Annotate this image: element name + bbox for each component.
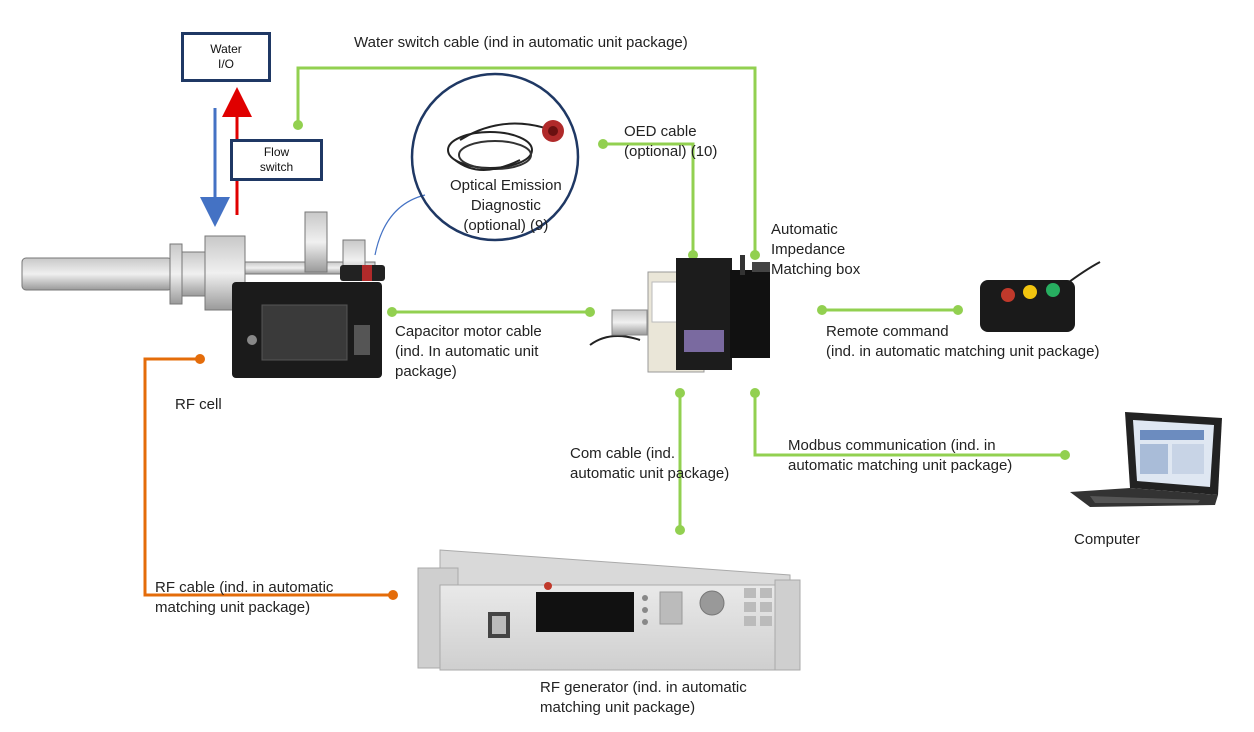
rf-generator-label: RF generator (ind. in automatic matching…: [540, 679, 747, 716]
green-cable-endpoints: [293, 120, 1070, 535]
flow-switch-box: Flow switch: [230, 139, 323, 181]
oed-cable-label: OED cable (optional) (10): [624, 123, 718, 160]
optical-emission-label: Optical Emission Diagnostic (optional) (…: [450, 177, 562, 234]
matching-box-image: [589, 255, 770, 373]
oed-sensor-image: [447, 120, 564, 171]
automatic-matching-box-label: Automatic Impedance Matching box: [771, 221, 861, 278]
oed-callout: [374, 72, 580, 256]
remote-command-image: [980, 261, 1101, 332]
water-switch-cable-line: [296, 66, 757, 255]
rf-cable-line: [143, 357, 393, 597]
rf-cell-label: RF cell: [175, 396, 222, 413]
rf-cell-image: [21, 211, 385, 378]
com-cable-label: Com cable (ind. automatic unit package): [570, 445, 730, 482]
water-switch-cable-label: Water switch cable (ind in automatic uni…: [354, 34, 688, 51]
orange-cable-endpoints: [195, 354, 398, 600]
modbus-cable-line: [753, 393, 1065, 457]
rf-cable-label: RF cable (ind. in automatic matching uni…: [155, 579, 334, 616]
computer-image: [1070, 412, 1222, 507]
remote-command-label: Remote command (ind. in automatic matchi…: [826, 323, 1100, 360]
computer-label: Computer: [1074, 531, 1140, 548]
capacitor-motor-cable-label: Capacitor motor cable (ind. In automatic…: [395, 323, 542, 380]
oed-cable-line: [603, 142, 695, 255]
water-io-box: Water I/O: [181, 32, 271, 82]
modbus-communication-label: Modbus communication (ind. in automatic …: [788, 437, 1013, 474]
rf-generator-image: [417, 549, 801, 671]
